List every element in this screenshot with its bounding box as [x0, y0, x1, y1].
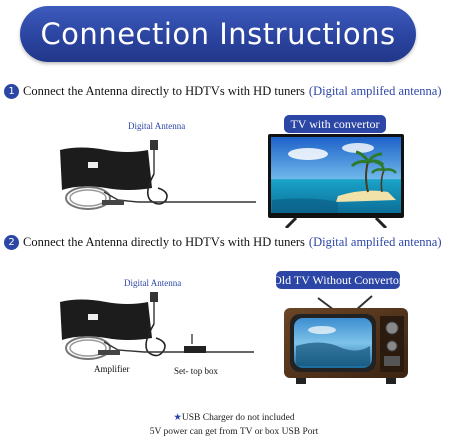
step-number-badge: 1: [4, 84, 19, 99]
tv-tag-label: TV with convertor: [290, 116, 380, 131]
set-top-box: [184, 334, 206, 353]
step-highlight: (Digital amplifed antenna): [308, 235, 442, 249]
usb-note-text: USB Charger do not included: [181, 413, 295, 423]
title-banner: Connection Instructions: [20, 6, 416, 62]
settop-label: Set- top box: [174, 366, 218, 376]
step-2-heading: 2 Connect the Antenna directly to HDTVs …: [4, 235, 442, 250]
flat-tv-image: [268, 134, 404, 228]
antenna-label: Digital Antenna: [128, 121, 186, 131]
antenna-panel: [60, 299, 152, 340]
step-1-heading: 1 Connect the Antenna directly to HDTVs …: [4, 84, 442, 99]
step-text: Connect the Antenna directly to HDTVs wi…: [23, 84, 305, 98]
step-highlight: (Digital amplifed antenna): [308, 84, 442, 98]
antenna-diagram-2: [60, 292, 254, 360]
antenna-label: Digital Antenna: [124, 278, 182, 288]
tv-with-convertor-tag: TV with convertor: [284, 115, 386, 133]
old-tv-image: [284, 295, 408, 384]
step-text: Connect the Antenna directly to HDTVs wi…: [23, 235, 305, 249]
antenna-diagram-1: [60, 140, 256, 210]
power-note: 5V power can get from TV or box USB Port: [149, 427, 319, 437]
antenna-panel: [60, 147, 152, 190]
usb-note: ★USB Charger do not included: [0, 411, 468, 425]
amplifier-label: Amplifier: [94, 364, 130, 374]
star-icon: ★: [173, 413, 182, 423]
step-number-badge: 2: [4, 235, 19, 250]
old-tv-tag: Old TV Without Convertor: [273, 271, 403, 289]
page-title: Connection Instructions: [40, 17, 396, 51]
footer-notes: ★USB Charger do not included 5V power ca…: [0, 411, 468, 439]
tv-tag-label: Old TV Without Convertor: [273, 272, 403, 287]
